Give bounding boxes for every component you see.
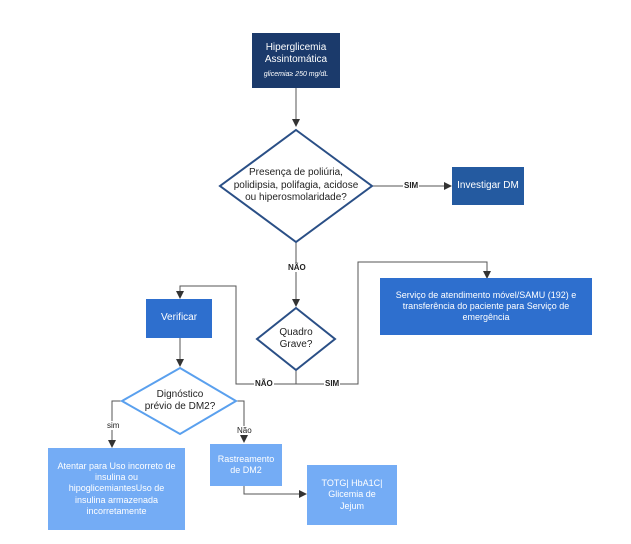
start-title-line2: Assintomática [264,54,328,66]
symptoms-line3: ou hiperosmolaridade? [245,192,347,204]
screening-line1: Rastreamento [217,453,275,464]
hyperglycemia-start-box: Hiperglicemia Assintomática glicemia≥ 25… [252,33,340,88]
samu-box: Serviço de atendimento móvel/SAMU (192) … [380,278,592,335]
start-subtitle: glicemia≥ 250 mg/dL [263,70,329,78]
attend-line3: hipoglicemiantesUso de [68,483,165,494]
nao-label-right: Não [236,426,253,435]
arrow-sim-to-attend [108,400,122,448]
attend-box: Atentar para Uso incorreto de insulina o… [48,448,185,530]
nao-label-lower: NÃO [254,379,274,388]
investigate-label: Investigar DM [457,179,519,191]
arrow-screening-to-totg [243,486,307,498]
symptoms-line2: polidipsia, polifagia, acidose [233,179,359,191]
grave-decision: Quadro Grave? [266,325,326,353]
arrow-nao-to-verify [176,285,297,385]
totg-line1: TOTG| HbA1C| [321,478,383,489]
symptoms-decision: Presença de poliúria, polidipsia, polifa… [222,166,370,206]
attend-line5: incorretamente [86,505,147,516]
start-title-line1: Hiperglicemia [265,41,327,53]
symptoms-line1: Presença de poliúria, [249,167,343,179]
sim-label-left: sim [106,421,121,430]
attend-line1: Atentar para Uso incorreto de [57,460,176,471]
dm2-line1: Dignóstico [156,388,204,400]
attend-line4: insulina armazenada [74,494,159,505]
totg-line2: Glicemia de [328,489,376,500]
grave-decision-shape [255,306,337,372]
attend-line2: insulina ou [94,472,139,483]
verify-box: Verificar [146,299,212,338]
totg-line3: Jejum [339,500,364,511]
grave-line2: Grave? [279,339,313,350]
grave-line1: Quadro [279,326,313,338]
investigate-dm-box: Investigar DM [452,167,524,205]
samu-line1: Serviço de atendimento móvel/SAMU (192) … [395,289,577,300]
arrow-nao-to-screening [236,400,248,443]
samu-line2: transferência do paciente para Serviço d… [402,300,570,311]
totg-box: TOTG| HbA1C| Glicemia de Jejum [307,465,397,525]
verify-label: Verificar [160,312,198,324]
symptoms-decision-shape [218,128,374,244]
sim-label-upper: SIM [403,181,420,190]
screening-line2: de DM2 [230,465,262,475]
nao-label-upper: NÃO [287,263,307,272]
dm2-decision-shape [119,366,238,436]
sim-label-lower: SIM [324,379,341,388]
dm2-line2: prévio de DM2? [144,401,216,412]
samu-line3: emergência [462,312,510,323]
screening-box: Rastreamento de DM2 [210,444,282,486]
dm2-decision: Dignóstico prévio de DM2? [140,387,220,415]
